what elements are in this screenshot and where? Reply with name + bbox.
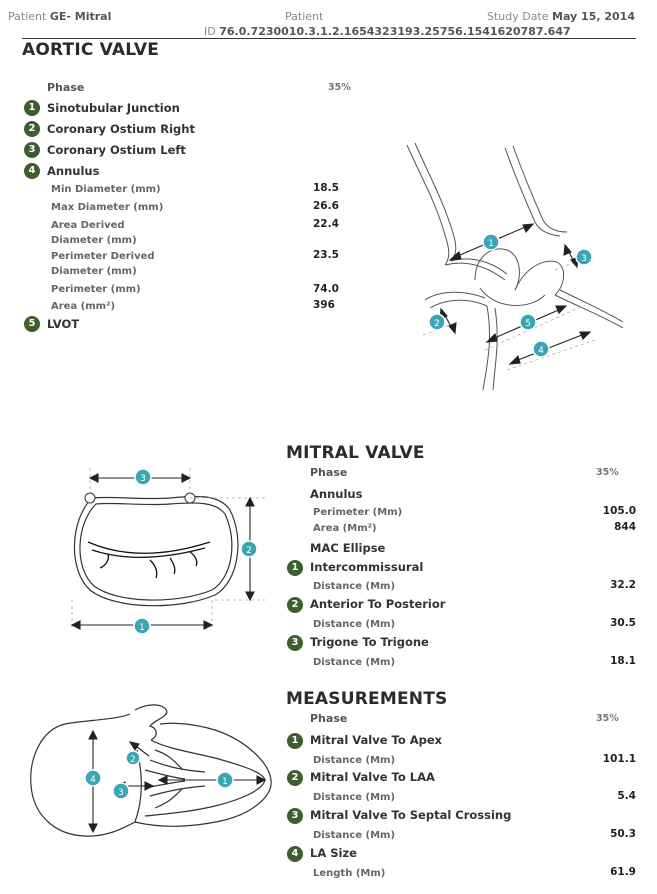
aortic-marker-1: 1 xyxy=(488,239,494,249)
measurement-item-2-badge: 2 xyxy=(287,770,303,786)
measurement-item-2-value: 5.4 xyxy=(617,790,636,802)
measurement-item-1-badge: 1 xyxy=(287,733,303,749)
mitral-phase-value: 35% xyxy=(596,467,619,478)
mitral-area-label: Area (Mm²) xyxy=(313,523,377,534)
aortic-root-diagram: 1 2 3 4 5 xyxy=(406,142,624,391)
aortic-phase-label: Phase xyxy=(47,81,85,94)
heart-marker-1: 1 xyxy=(222,777,228,787)
measurements-phase-label: Phase xyxy=(310,712,348,725)
mitral-annulus-label: Annulus xyxy=(310,487,363,501)
header-divider xyxy=(22,38,636,39)
annulus-max-diameter-value: 26.6 xyxy=(313,200,339,212)
aortic-phase-value: 35% xyxy=(328,82,351,93)
aortic-item-coronary-ostium-left: Coronary Ostium Left xyxy=(47,143,186,157)
aortic-item-lvot: LVOT xyxy=(47,317,80,331)
heart-marker-4: 4 xyxy=(90,775,96,785)
patient-id-value: 76.0.7230010.3.1.2.1654323193.25756.1541… xyxy=(219,25,571,38)
mitral-valve-title: MITRAL VALVE xyxy=(286,443,425,463)
aortic-item-annulus: Annulus xyxy=(47,164,100,178)
measurement-item-mitral-valve-to-septal-crossing: Mitral Valve To Septal Crossing xyxy=(310,808,512,822)
heart-diagram: 4 3 2 1 xyxy=(30,704,272,837)
measurement-item-2-sub-label: Distance (Mm) xyxy=(313,792,396,803)
measurement-item-mitral-valve-to-laa: Mitral Valve To LAA xyxy=(310,770,435,784)
aortic-marker-2: 2 xyxy=(434,319,440,329)
aortic-valve-title: AORTIC VALVE xyxy=(22,40,160,60)
mitral-marker-3: 3 xyxy=(140,474,146,484)
aortic-item-coronary-ostium-right: Coronary Ostium Right xyxy=(47,122,195,136)
annulus-perimeter-label: Perimeter (mm) xyxy=(51,284,141,295)
mitral-item-3-badge: 3 xyxy=(287,635,303,651)
annulus-perimeter-value: 74.0 xyxy=(313,283,339,295)
study-date-value: May 15, 2014 xyxy=(552,10,635,23)
mitral-item-2-badge: 2 xyxy=(287,597,303,613)
measurement-item-1-sub-label: Distance (Mm) xyxy=(313,755,396,766)
mitral-area-value: 844 xyxy=(614,521,636,533)
aortic-item-1-badge: 1 xyxy=(24,100,40,116)
mitral-item-3-value: 18.1 xyxy=(610,655,636,667)
patient-name: GE- Mitral xyxy=(49,10,112,23)
annulus-area-label: Area (mm²) xyxy=(51,301,116,312)
heart-marker-2: 2 xyxy=(130,755,135,765)
annulus-area-value: 396 xyxy=(313,299,335,311)
aortic-item-4-badge: 4 xyxy=(24,163,40,179)
patient-id-label: Patient xyxy=(285,10,324,23)
measurement-item-4-value: 61.9 xyxy=(610,866,636,878)
patient-id-prefix: ID xyxy=(204,25,216,38)
annulus-perimeter-derived-diameter-label: Perimeter Derived Diameter (mm) xyxy=(51,251,155,277)
annulus-perimeter-derived-diameter-value: 23.5 xyxy=(313,249,339,261)
measurement-item-mitral-valve-to-apex: Mitral Valve To Apex xyxy=(310,733,443,747)
aortic-item-3-badge: 3 xyxy=(24,142,40,158)
aortic-marker-3: 3 xyxy=(581,254,587,264)
aortic-item-5-badge: 5 xyxy=(24,316,40,332)
annulus-area-derived-diameter-value: 22.4 xyxy=(313,218,339,230)
annulus-min-diameter-label: Min Diameter (mm) xyxy=(51,184,161,195)
measurement-item-3-badge: 3 xyxy=(287,808,303,824)
mitral-item-1-badge: 1 xyxy=(287,560,303,576)
mitral-item-2-sub-label: Distance (Mm) xyxy=(313,619,396,630)
patient-name-field: Patient GE- Mitral xyxy=(8,10,111,23)
measurement-item-3-value: 50.3 xyxy=(610,828,636,840)
annulus-area-derived-diameter-label: Area Derived Diameter (mm) xyxy=(51,220,137,246)
mitral-item-1-value: 32.2 xyxy=(610,579,636,591)
aortic-marker-4: 4 xyxy=(538,346,544,356)
mitral-item-1-sub-label: Distance (Mm) xyxy=(313,581,396,592)
mitral-item-2-value: 30.5 xyxy=(610,617,636,629)
mitral-perimeter-label: Perimeter (Mm) xyxy=(313,507,403,518)
mitral-perimeter-value: 105.0 xyxy=(602,505,636,517)
mitral-phase-label: Phase xyxy=(310,466,348,479)
patient-id-field: ID 76.0.7230010.3.1.2.1654323193.25756.1… xyxy=(204,25,571,38)
measurements-title: MEASUREMENTS xyxy=(286,689,448,709)
mitral-marker-2: 2 xyxy=(246,546,252,556)
aortic-diagram-markers: 1 2 3 4 5 xyxy=(428,233,593,358)
mitral-item-anterior-to-posterior: Anterior To Posterior xyxy=(310,597,446,611)
aortic-item-2-badge: 2 xyxy=(24,121,40,137)
annulus-min-diameter-value: 18.5 xyxy=(313,182,339,194)
mitral-mac-ellipse-label: MAC Ellipse xyxy=(310,541,386,555)
mitral-marker-1: 1 xyxy=(139,623,145,633)
measurement-item-1-value: 101.1 xyxy=(602,753,636,765)
mitral-item-trigone-to-trigone: Trigone To Trigone xyxy=(310,635,429,649)
study-date-label: Study Date xyxy=(486,10,549,23)
mitral-valve-diagram: 3 2 1 xyxy=(70,468,265,635)
annulus-max-diameter-label: Max Diameter (mm) xyxy=(51,202,164,213)
measurement-item-la-size: LA Size xyxy=(310,846,357,860)
patient-label: Patient xyxy=(8,10,47,23)
aortic-marker-5: 5 xyxy=(525,319,531,329)
heart-marker-3: 3 xyxy=(118,788,124,798)
mitral-item-3-sub-label: Distance (Mm) xyxy=(313,657,396,668)
aortic-item-sinotubular-junction: Sinotubular Junction xyxy=(47,101,180,115)
measurements-phase-value: 35% xyxy=(596,713,619,724)
study-date-field: Study Date May 15, 2014 xyxy=(487,10,635,23)
measurement-item-4-badge: 4 xyxy=(287,846,303,862)
measurement-item-3-sub-label: Distance (Mm) xyxy=(313,830,396,841)
mitral-item-intercommissural: Intercommissural xyxy=(310,560,424,574)
measurement-item-4-sub-label: Length (Mm) xyxy=(313,868,386,879)
